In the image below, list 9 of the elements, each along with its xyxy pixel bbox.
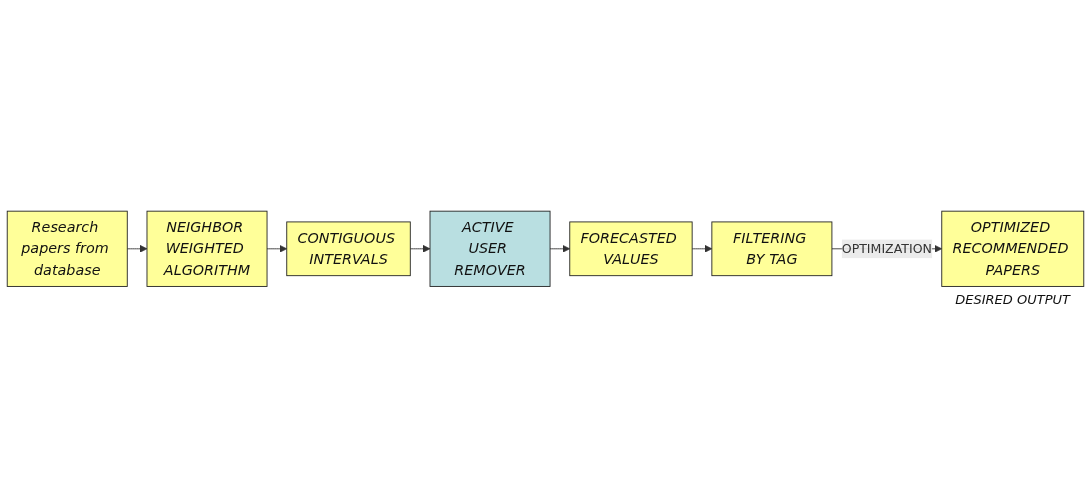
output-note: DESIRED OUTPUT [955,292,1070,308]
node-box: ACTIVE USER REMOVER [429,210,551,287]
node-box: CONTIGUOUS INTERVALS [286,221,411,276]
edge-label: OPTIMIZATION [841,240,932,256]
node-box: FILTERING BY TAG [711,221,833,276]
node-box: NEIGHBOR WEIGHTED ALGORITHM [146,210,268,287]
node-box: Research papers from database [6,210,128,287]
node-box: FORECASTED VALUES [569,221,693,276]
node-box: OPTIMIZED RECOMMENDED PAPERS [941,210,1085,287]
